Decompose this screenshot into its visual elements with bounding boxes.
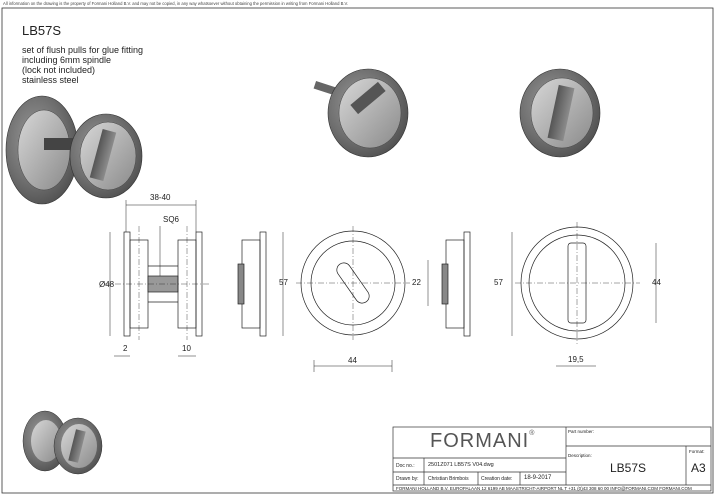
description-line: stainless steel (22, 75, 79, 85)
render-assembled-set (5, 95, 143, 205)
creation-date-value: 18-9-2017 (524, 475, 552, 481)
dimension-label: 44 (652, 278, 661, 287)
registered-mark: ® (529, 430, 536, 437)
description-line: set of flush pulls for glue fitting (22, 45, 144, 55)
render-pull-with-spindle (313, 68, 409, 158)
front-view-pull (515, 222, 640, 344)
dimension-lines (109, 200, 657, 372)
drawn-by-label: Drawn by: (396, 476, 419, 482)
description-line: including 6mm spindle (22, 55, 112, 65)
dimension-label: 2 (123, 344, 128, 353)
format-label: Format: (689, 449, 705, 454)
footer-address: FORMANI HOLLAND B.V. EUROPALAAN 12 6199 … (396, 486, 692, 491)
render-small-set (22, 410, 103, 475)
description-label: Description: (568, 453, 592, 458)
doc-no-value: 2501Z071 LB57S V04.dwg (428, 462, 494, 468)
drawn-by-value: Christian Brimbois (428, 476, 469, 482)
format-value: A3 (691, 461, 706, 475)
dimension-label: Ø48 (99, 280, 115, 289)
dimension-label: 10 (182, 344, 191, 353)
product-description: set of flush pulls for glue fitting incl… (22, 45, 143, 85)
dimension-label: 44 (348, 356, 357, 365)
description-value: LB57S (610, 461, 647, 475)
company-logo: FORMANI® (430, 430, 535, 453)
dimension-label: 38-40 (150, 193, 171, 202)
dimension-label: 57 (494, 278, 503, 287)
part-number-label: Part number: (568, 429, 595, 434)
side-view-assembled (104, 226, 210, 340)
dimension-label: 57 (279, 278, 288, 287)
sheet-border (1, 7, 714, 494)
side-view-single (237, 231, 267, 337)
front-view-lock (296, 226, 410, 340)
dimension-label: 19,5 (568, 355, 584, 364)
doc-no-label: Doc no.: (396, 463, 415, 469)
creation-date-label: Creation date: (481, 476, 513, 482)
render-pull (519, 68, 601, 158)
dimension-label: SQ6 (163, 215, 180, 224)
description-line: (lock not included) (22, 65, 96, 75)
disclaimer-text: All information on the drawing is the pr… (3, 1, 349, 6)
product-title: LB57S (22, 23, 62, 38)
dimension-label: 22 (412, 278, 421, 287)
company-logo-text: FORMANI (430, 430, 530, 452)
title-block-frame (392, 426, 712, 492)
side-view-pull (441, 231, 471, 337)
